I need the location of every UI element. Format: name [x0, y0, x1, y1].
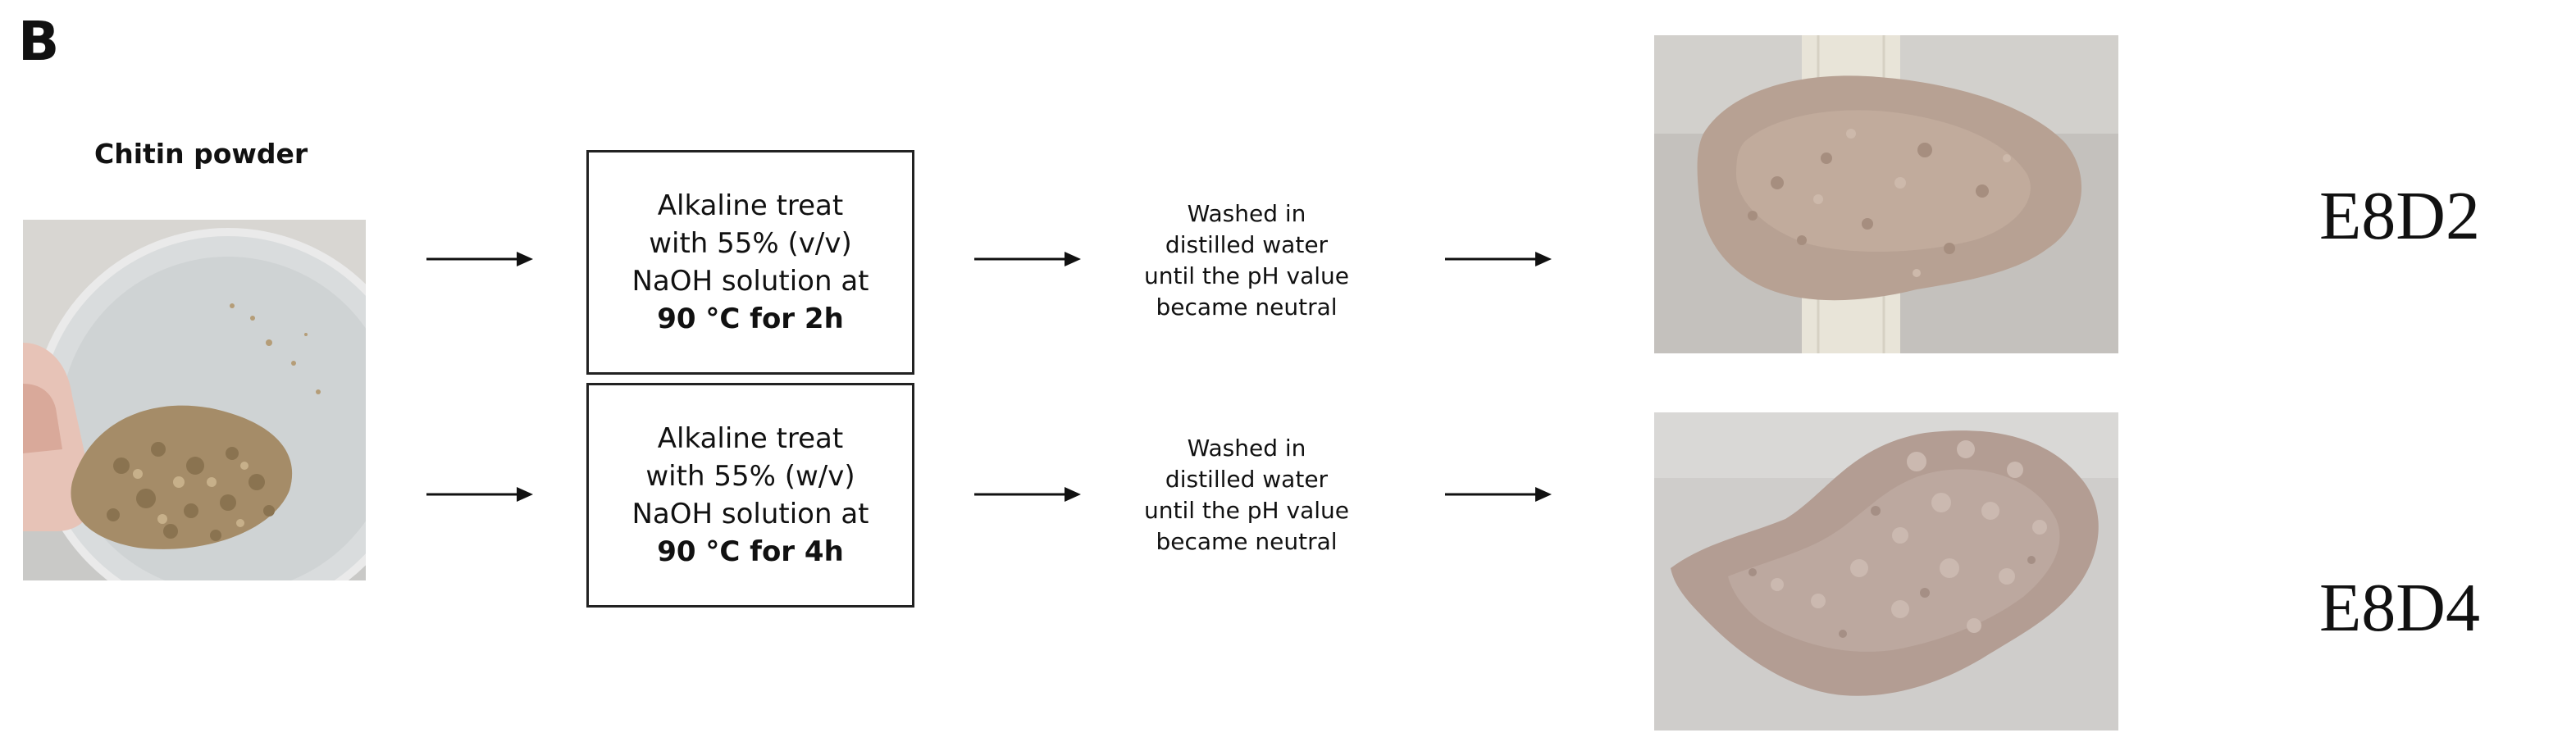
treatment-box-4h: Alkaline treat with 55% (w/v) NaOH solut…: [586, 383, 914, 608]
wash-line: distilled water: [1165, 466, 1329, 493]
sample-photo-e8d2: [1654, 35, 2118, 353]
treatment-conditions: 90 °C for 2h: [657, 303, 844, 335]
treatment-line: Alkaline treat: [657, 422, 844, 455]
chitin-powder-label: Chitin powder: [94, 138, 308, 170]
wash-line: became neutral: [1156, 528, 1338, 555]
wash-line: distilled water: [1165, 231, 1329, 258]
wash-line: until the pH value: [1144, 262, 1349, 289]
right-arrow-icon: [974, 252, 1081, 266]
wash-line: Washed in: [1187, 435, 1306, 462]
wash-step-2: Washed in distilled water until the pH v…: [1099, 433, 1394, 558]
wash-line: Washed in: [1187, 200, 1306, 227]
treatment-line: with 55% (v/v): [649, 227, 852, 260]
treatment-line: with 55% (w/v): [645, 460, 855, 493]
sample-photo-e8d4: [1654, 412, 2118, 731]
chitin-powder-photo: [23, 220, 366, 580]
right-arrow-icon: [1445, 252, 1552, 266]
wash-line: until the pH value: [1144, 497, 1349, 524]
treatment-box-2h: Alkaline treat with 55% (v/v) NaOH solut…: [586, 150, 914, 375]
right-arrow-icon: [1445, 487, 1552, 502]
treatment-line: Alkaline treat: [657, 189, 844, 222]
treatment-line: NaOH solution at: [631, 498, 869, 530]
treatment-line: NaOH solution at: [631, 265, 869, 298]
panel-letter: B: [18, 10, 60, 73]
sample-label-e8d2: E8D2: [2319, 178, 2480, 254]
wash-line: became neutral: [1156, 294, 1338, 321]
right-arrow-icon: [426, 252, 533, 266]
wash-step-1: Washed in distilled water until the pH v…: [1099, 198, 1394, 323]
right-arrow-icon: [974, 487, 1081, 502]
right-arrow-icon: [426, 487, 533, 502]
sample-label-e8d4: E8D4: [2319, 570, 2480, 646]
treatment-conditions: 90 °C for 4h: [657, 535, 844, 568]
